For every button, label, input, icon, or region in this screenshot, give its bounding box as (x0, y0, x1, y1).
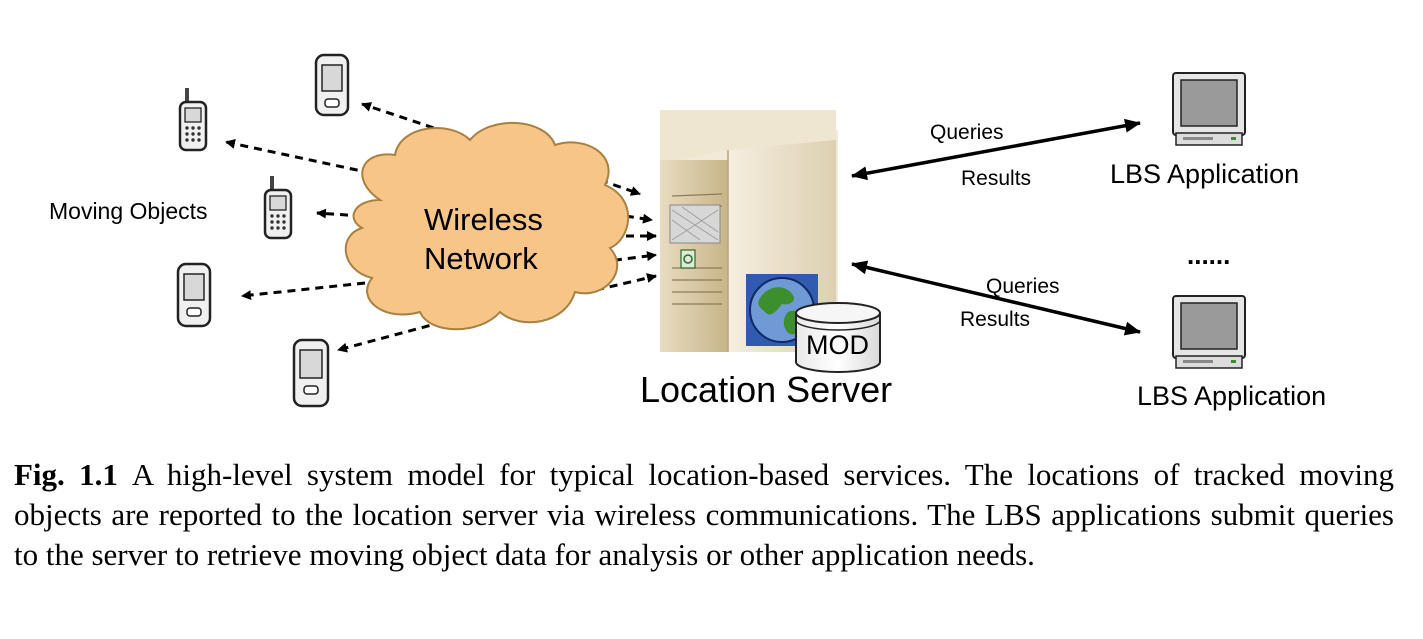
cell-phone-icon (178, 88, 208, 152)
cell-phone-icon (263, 176, 293, 240)
upper-query-arrow (851, 118, 1141, 181)
lower-query-arrow (851, 260, 1141, 336)
ellipsis-label: ...... (1187, 240, 1231, 270)
moving-objects-label: Moving Objects (49, 198, 208, 224)
wireless-network-cloud (344, 121, 630, 331)
uplink-arrow-5 (595, 273, 657, 292)
wireless-network-label-line2: Network (424, 241, 538, 276)
system-model-diagram: Moving Objects Wireless Network MOD Loca… (49, 53, 1327, 411)
location-server-label: Location Server (640, 369, 893, 410)
lbs-application-label-top: LBS Application (1110, 159, 1300, 189)
wireless-network-label-line1: Wireless (424, 202, 543, 237)
caption-text: A high-level system model for typical lo… (14, 457, 1394, 572)
upper-results-label: Results (961, 167, 1032, 190)
computer-icon (1172, 72, 1246, 146)
report-arrow-1 (361, 102, 501, 152)
upper-queries-label: Queries (930, 121, 1004, 144)
pda-icon (314, 53, 350, 117)
report-arrow-5 (337, 320, 444, 353)
report-arrow-4 (241, 281, 366, 301)
lower-results-label: Results (960, 308, 1031, 331)
pda-icon (176, 262, 212, 328)
figure-number: Fig. 1.1 (14, 457, 118, 492)
lbs-application-label-bottom: LBS Application (1137, 381, 1327, 411)
lower-queries-label: Queries (986, 275, 1060, 298)
uplink-arrow-4 (599, 251, 657, 264)
database-label: MOD (806, 330, 869, 360)
computer-icon (1172, 295, 1246, 369)
report-arrow-2 (225, 138, 386, 178)
pda-icon (292, 338, 330, 408)
